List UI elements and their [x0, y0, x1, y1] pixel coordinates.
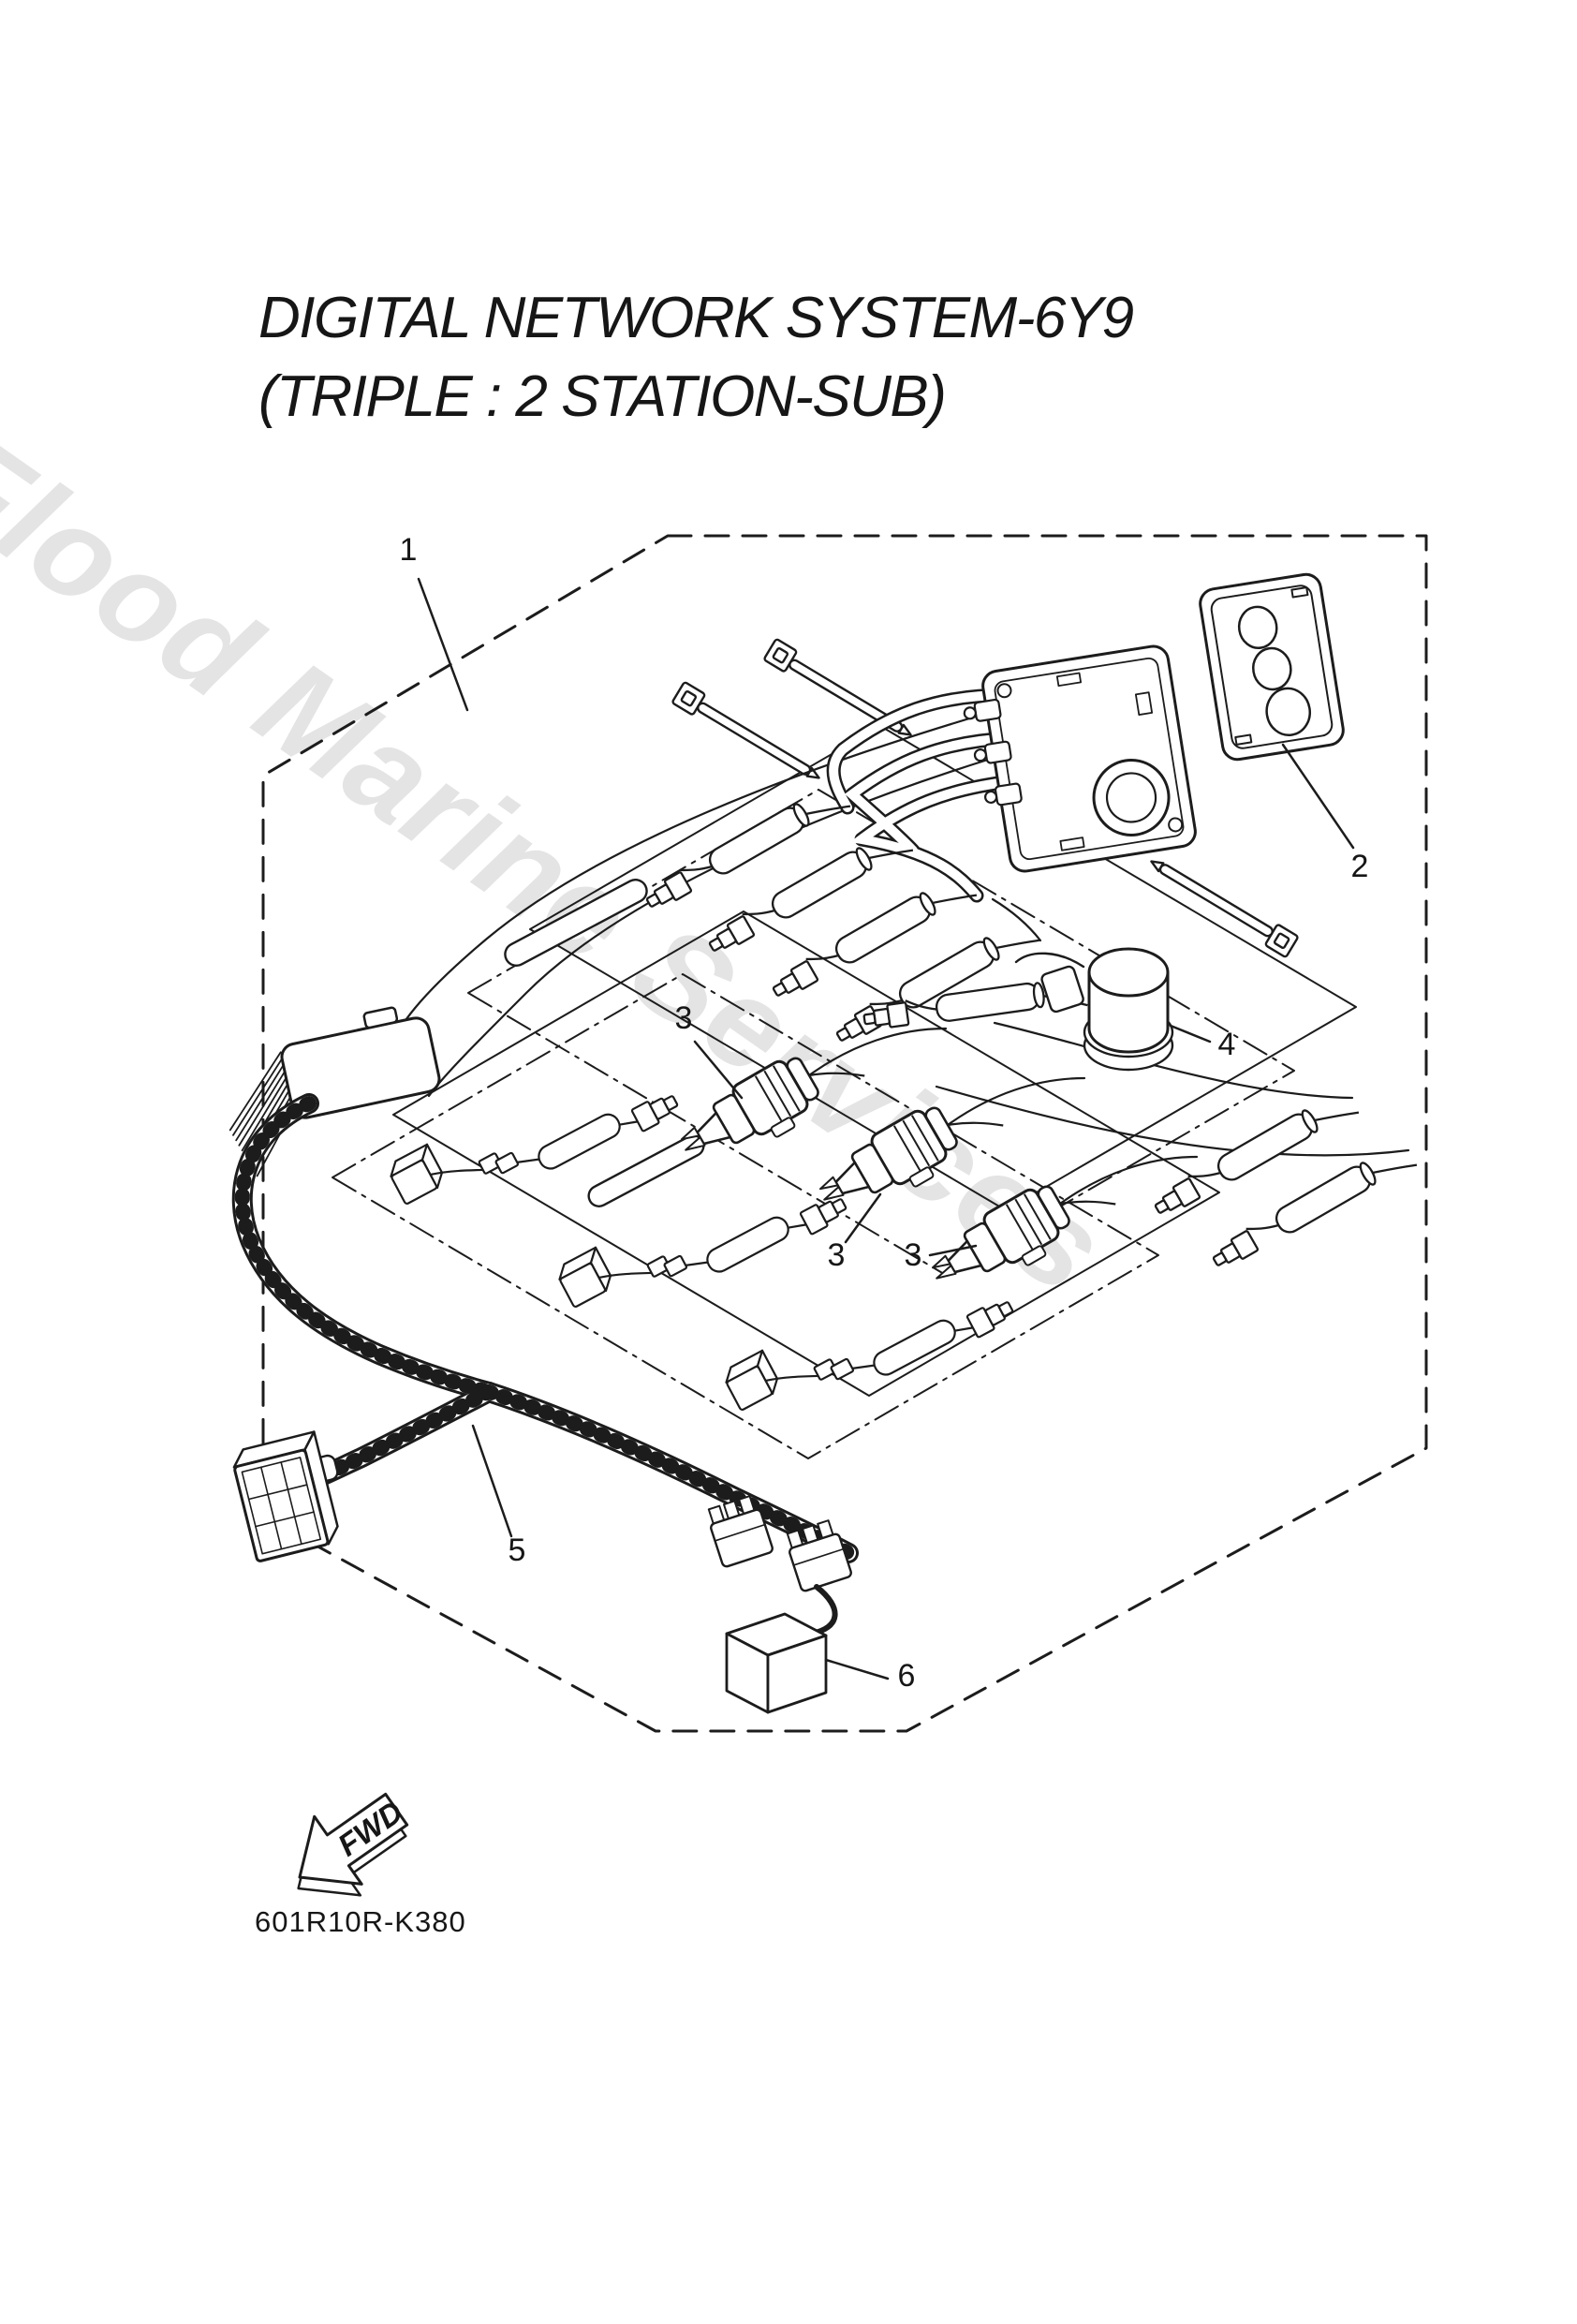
callout-leaders [417, 577, 1355, 1680]
callout-2: 2 [1351, 849, 1369, 884]
platform-outlines [332, 725, 1357, 1459]
callout-3c: 3 [905, 1237, 922, 1273]
control-cables [826, 688, 1021, 903]
callout-3a: 3 [675, 1000, 693, 1036]
page-title-line2: (TRIPLE : 2 STATION-SUB) [258, 364, 945, 429]
cable-tie [671, 680, 827, 789]
kit-boundary [261, 534, 1428, 1733]
part-code: 601R10R-K380 [255, 1905, 466, 1938]
corrugated-harness [231, 1093, 859, 1563]
cable-tie [1143, 851, 1300, 959]
callout-6: 6 [898, 1658, 916, 1694]
sub-harness [719, 1236, 1018, 1454]
fwd-arrow-icon: FWD [297, 1792, 409, 1897]
callout-1: 1 [400, 532, 418, 568]
cable-tie [762, 637, 919, 746]
buzzer-part4 [1014, 947, 1174, 1072]
round-connector-part3 [669, 1026, 871, 1182]
callout-5: 5 [508, 1532, 526, 1568]
relay-box-part6 [725, 1612, 828, 1714]
relay-wire [808, 1584, 838, 1636]
control-bracket [963, 644, 1197, 873]
page-title-line1: DIGITAL NETWORK SYSTEM-6Y9 [258, 286, 1134, 350]
panel-part2 [1199, 572, 1345, 762]
sleeve-rods [504, 878, 705, 1207]
multipin-connector-part5 [232, 1430, 339, 1562]
sub-harness [553, 1133, 851, 1351]
callout-4: 4 [1218, 1027, 1236, 1062]
callout-3b: 3 [828, 1237, 846, 1273]
